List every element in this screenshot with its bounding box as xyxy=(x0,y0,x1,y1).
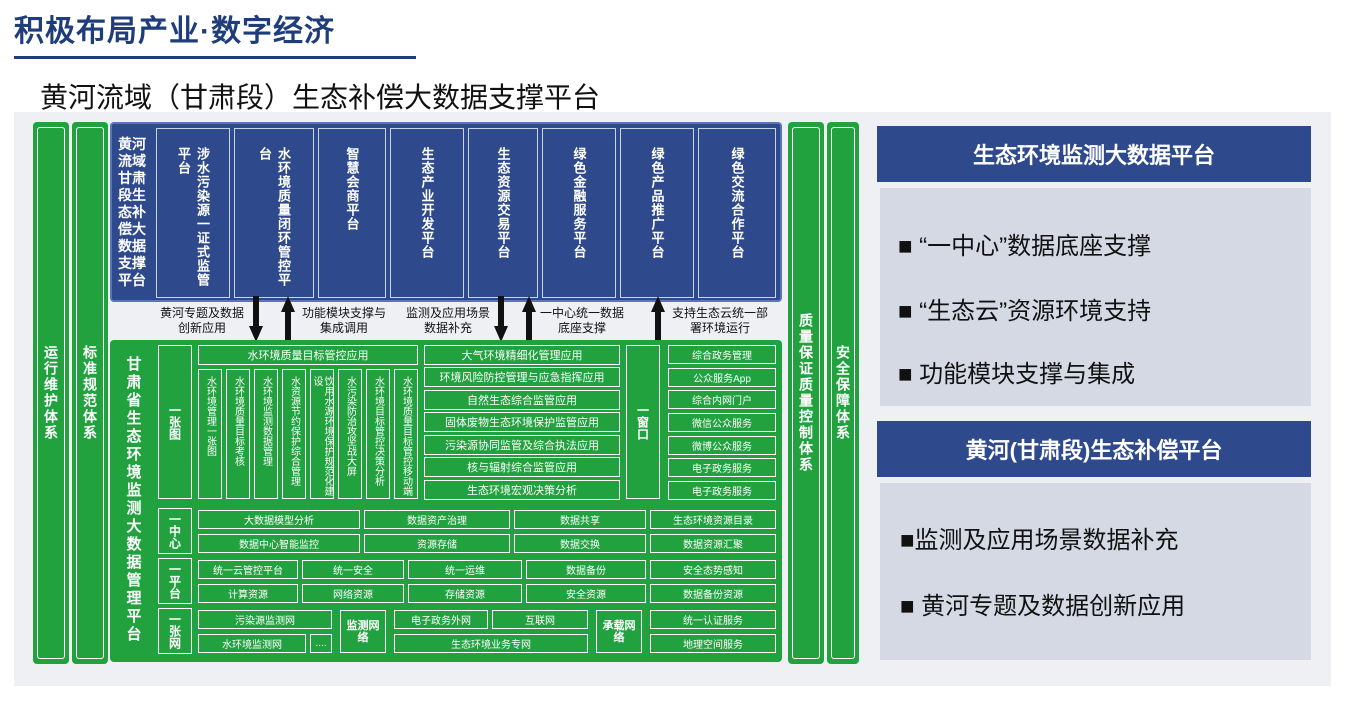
monitoring-data-platform xyxy=(110,340,782,662)
standards-label: 标准规范体系 xyxy=(82,345,98,441)
app-box: 生态环境宏观决策分析 xyxy=(424,480,620,500)
one-net-box: 一张网 xyxy=(158,608,192,654)
feature-item: ■ “生态云”资源环境支持 xyxy=(898,298,1152,325)
center-item: 数据资产治理 xyxy=(364,510,510,529)
net-item: 污染源监测网 xyxy=(198,610,332,629)
app-box: 大气环境精细化管理应用 xyxy=(424,345,620,365)
monitoring-platform-body xyxy=(880,188,1311,406)
window-item: 综合内网门户 xyxy=(668,390,776,409)
feature-item: ■ 功能模块支撑与集成 xyxy=(898,361,1136,388)
platform-cell: 绿色金融服务平台 xyxy=(542,128,616,298)
water-col: 水环境质量目标管控移动端 xyxy=(394,369,418,499)
platform-item: 数据备份资源 xyxy=(650,584,776,603)
window-item: 微信公众服务 xyxy=(668,413,776,432)
platform-item: 存储资源 xyxy=(408,584,522,603)
title-underline xyxy=(14,56,416,59)
net-item: 统一认证服务 xyxy=(650,610,776,629)
net-item: 水环境监测网 xyxy=(198,634,306,653)
one-center-box: 一中心 xyxy=(158,508,192,554)
center-item: 资源存储 xyxy=(364,534,510,553)
net-item: 电子政务外网 xyxy=(394,610,488,629)
water-header: 水环境质量目标管控应用 xyxy=(198,345,418,365)
platform-item: 计算资源 xyxy=(198,584,298,603)
platform-cell: 绿色交流合作平台 xyxy=(698,128,776,298)
app-box: 固体废物生态环境保护监管应用 xyxy=(424,412,620,432)
water-col: 水环境管理一张图 xyxy=(198,369,222,499)
water-col: 水环境监测数据管理 xyxy=(254,369,278,499)
center-item: 数据交换 xyxy=(514,534,646,553)
security-column: 安全保障体系 xyxy=(827,122,859,664)
window-item: 微博公众服务 xyxy=(668,436,776,455)
connector-label: 功能模块支撑与集成调用 xyxy=(302,306,387,335)
connector-label: 监测及应用场景数据补充 xyxy=(406,306,491,335)
feature-item: ■ “一中心”数据底座支撑 xyxy=(898,233,1152,260)
bottom-platform-label: 甘肃省生态环境监测大数据管理平台 xyxy=(126,356,142,643)
platform-item: 数据备份 xyxy=(526,560,646,579)
platform-item: 统一云管控平台 xyxy=(198,560,298,579)
top-platform-label: 黄河流域甘肃段生态补偿大数据支撑平台 xyxy=(118,136,146,288)
connector-label: 支持生态云统一部署环境运行 xyxy=(671,306,768,335)
center-item: 大数据模型分析 xyxy=(198,510,360,529)
app-box: 核与辐射综合监管应用 xyxy=(424,457,620,477)
platform-item: 统一安全 xyxy=(302,560,404,579)
water-col: 饮用水源环境保护规范化建设 xyxy=(310,369,334,499)
net-item: 地理空间服务 xyxy=(650,634,776,653)
ops-maintenance-column: 运行维护体系 xyxy=(33,122,69,664)
compensation-platform-body xyxy=(880,483,1311,660)
one-window-box: 一窗口 xyxy=(626,345,660,499)
platform-item: 网络资源 xyxy=(302,584,404,603)
one-map-box: 一张图 xyxy=(158,345,192,499)
center-item: 数据资源汇聚 xyxy=(650,534,776,553)
ops-maintenance-label: 运行维护体系 xyxy=(43,345,59,441)
diagram-subtitle: 黄河流域（甘肃段）生态补偿大数据支撑平台 xyxy=(40,82,601,113)
platform-cell: 水环境质量闭环管控平台 xyxy=(234,128,314,298)
up-arrow-icon xyxy=(281,296,295,342)
up-arrow-icon xyxy=(522,296,536,342)
app-box: 自然生态综合监管应用 xyxy=(424,390,620,410)
quality-column: 质量保证质量控制体系 xyxy=(788,122,824,664)
feature-item: ■监测及应用场景数据补充 xyxy=(900,527,1179,554)
water-col: 水资源节约保护综合管理 xyxy=(282,369,306,499)
window-item: 公众服务App xyxy=(668,368,776,387)
carrier-network-box: 承载网络 xyxy=(596,610,642,653)
down-arrow-icon xyxy=(249,296,263,342)
platform-cell: 绿色产品推广平台 xyxy=(620,128,694,298)
center-item: 生态环境资源目录 xyxy=(650,510,776,529)
water-col: 水污染防治攻坚战大屏 xyxy=(338,369,362,499)
down-arrow-icon xyxy=(494,296,508,342)
standards-column: 标准规范体系 xyxy=(72,122,108,664)
feature-item: ■ 黄河专题及数据创新应用 xyxy=(900,593,1186,620)
window-item: 电子政务服务 xyxy=(668,481,776,500)
net-item: 生态环境业务专网 xyxy=(394,634,588,653)
page-title: 积极布局产业·数字经济 xyxy=(14,15,335,48)
platform-cell: 智慧会商平台 xyxy=(318,128,386,298)
monitor-network-box: 监测网络 xyxy=(340,610,386,653)
platform-item: 安全资源 xyxy=(526,584,646,603)
net-item: .... xyxy=(310,634,332,653)
platform-item: 统一运维 xyxy=(408,560,522,579)
monitoring-platform-heading: 生态环境监测大数据平台 xyxy=(877,126,1311,182)
connector-label: 一中心统一数据底座支撑 xyxy=(540,306,625,335)
water-col: 水环境质量目标考核 xyxy=(226,369,250,499)
platform-cell: 生态产业开发平台 xyxy=(390,128,464,298)
window-item: 电子政务服务 xyxy=(668,458,776,477)
quality-label: 质量保证质量控制体系 xyxy=(798,313,814,473)
platform-cell: 涉水污染源一证式监管平台 xyxy=(156,128,230,298)
center-item: 数据中心智能监控 xyxy=(198,534,360,553)
security-label: 安全保障体系 xyxy=(835,345,851,441)
platform-cell: 生态资源交易平台 xyxy=(468,128,538,298)
one-platform-box: 一平台 xyxy=(158,558,192,604)
window-item: 综合政务管理 xyxy=(668,345,776,364)
app-box: 污染源协同监管及综合执法应用 xyxy=(424,435,620,455)
compensation-platform-heading: 黄河(甘肃段)生态补偿平台 xyxy=(877,421,1311,477)
app-box: 环境风险防控管理与应急指挥应用 xyxy=(424,367,620,387)
center-item: 数据共享 xyxy=(514,510,646,529)
water-col: 水环境目标管控决策分析 xyxy=(366,369,390,499)
connector-label: 黄河专题及数据创新应用 xyxy=(160,306,245,335)
net-item: 互联网 xyxy=(492,610,588,629)
up-arrow-icon xyxy=(651,296,665,342)
platform-item: 安全态势感知 xyxy=(650,560,776,579)
